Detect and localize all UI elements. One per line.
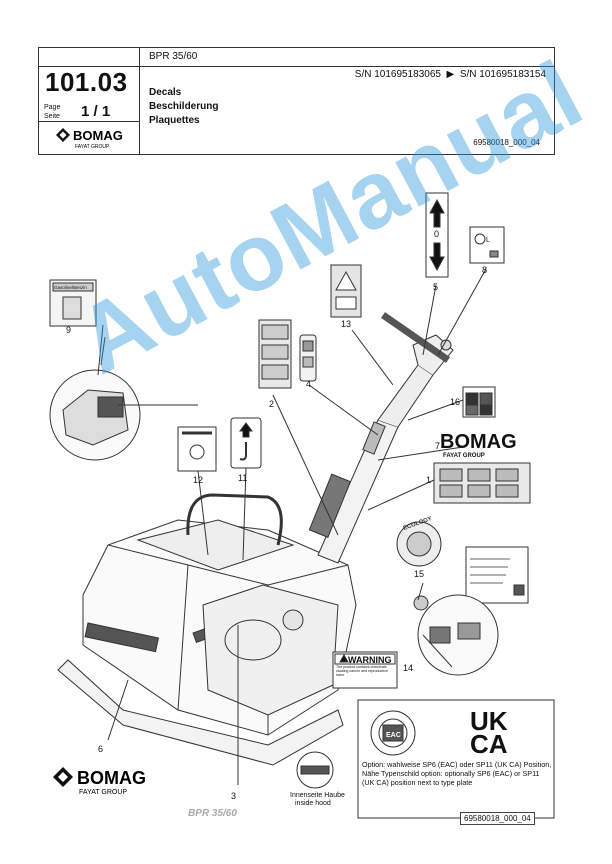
decal-9-label: Gasoline/Benzin [54, 285, 87, 290]
page-value: 1 / 1 [81, 103, 111, 120]
hood-note-de: Innenseite Haube [290, 792, 345, 799]
callout-6: 6 [98, 744, 103, 754]
option-text: Option: wahlweise SP6 (EAC) oder SP11 (U… [362, 760, 552, 787]
document-number: 101.03 [45, 67, 128, 97]
side-vent [84, 622, 160, 653]
title-french: Plaquettes [149, 115, 200, 126]
callout-11: 11 [238, 473, 247, 483]
callout-8: 8 [482, 265, 487, 275]
base-plate-text: BPR 35/60 [188, 808, 237, 819]
decal-8 [469, 226, 505, 264]
logo-text: BOMAG [73, 128, 123, 143]
decal-7-sub: FAYAT GROUP [443, 453, 485, 459]
serial-arrow: ▶ [446, 69, 455, 80]
hood-note-en: inside hood [295, 800, 331, 807]
page-label: Page Seite [44, 104, 61, 120]
bomag-logo: BOMAG FAYAT GROUP [56, 128, 123, 150]
serial-to: S/N 101695183154 [459, 69, 546, 80]
product-model: BPR 35/60 [149, 51, 198, 62]
divider [39, 66, 554, 67]
callout-2: 2 [269, 399, 274, 409]
title-block: 101.03 Page Seite 1 / 1 BOMAG FAYAT GROU… [38, 47, 555, 155]
divider [139, 48, 140, 154]
warning-text: The product contains chemicals causing c… [336, 665, 388, 677]
footer-logo-subtext: FAYAT GROUP [79, 789, 127, 796]
handle-decal-strip [308, 473, 352, 538]
footer-drawing-code: 69580018_000_04 [460, 812, 535, 825]
callout-16: 16 [450, 397, 460, 407]
eac-label: EAC [386, 732, 401, 739]
top-panel [136, 519, 295, 571]
warning-title: WARNING [348, 655, 392, 665]
serial-range: S/N 101695183065 ▶ S/N 101695183154 [355, 69, 546, 80]
callout-14: 14 [403, 663, 413, 673]
serial-from: S/N 101695183065 [354, 69, 441, 80]
logo-subtext: FAYAT GROUP [75, 144, 110, 150]
lifting-handle [186, 493, 283, 546]
callout-1: 1 [426, 475, 431, 485]
decal-5-center: 0 [434, 229, 439, 239]
ukca-line1: UK [470, 706, 508, 736]
title-english: Decals [149, 87, 182, 98]
callout-5: 5 [433, 282, 438, 292]
decal-7-brand: BOMAG [440, 431, 517, 453]
decal-5 [425, 192, 449, 278]
callout-13: 13 [341, 319, 351, 329]
callout-7: 7 [435, 441, 440, 451]
bomag-logo-footer: BOMAG FAYAT GROUP [53, 767, 146, 796]
callout-9: 9 [66, 325, 71, 335]
callout-4: 4 [306, 379, 311, 389]
footer-logo-text: BOMAG [77, 768, 146, 788]
decal-drawing: 9 2 4 13 5 8 16 7 1 12 11 6 3 15 14 Gaso… [49, 192, 555, 819]
drawing-code: 69580018_000_04 [473, 138, 540, 147]
title-german: Beschilderung [149, 101, 219, 112]
divider [39, 121, 139, 122]
callout-3: 3 [231, 791, 236, 801]
callout-12: 12 [193, 475, 203, 485]
callout-15: 15 [414, 569, 424, 579]
document-titles: Decals Beschilderung Plaquettes [149, 86, 218, 128]
base-plate [57, 659, 344, 766]
ukca-line2: CA [470, 729, 508, 759]
decal-8-text: L [486, 237, 490, 244]
